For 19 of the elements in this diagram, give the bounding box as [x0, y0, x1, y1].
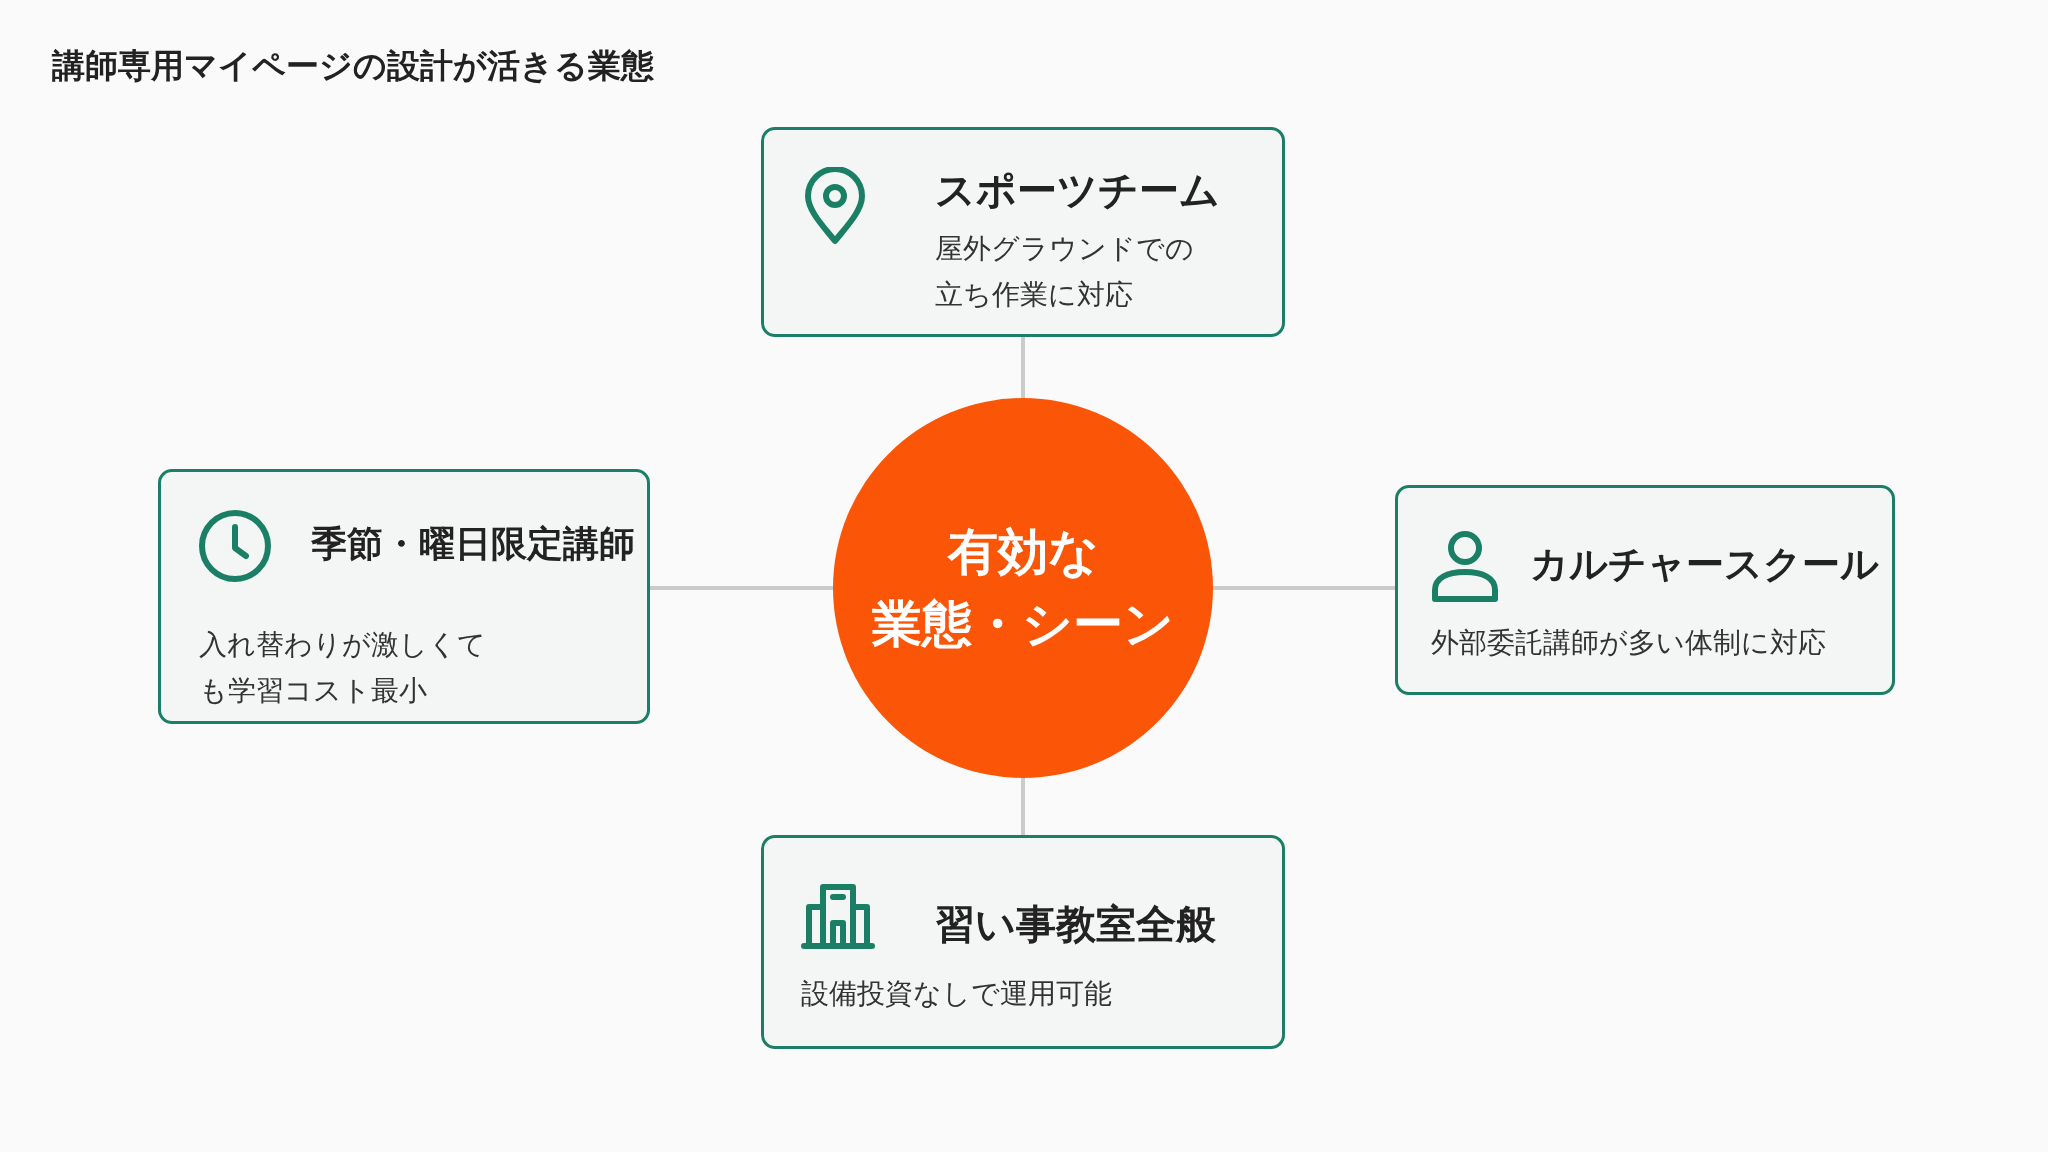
card-description: 設備投資なしで運用可能 [801, 976, 1113, 1012]
info-card [761, 127, 1285, 337]
circle-label: 業態・シーン [871, 594, 1175, 655]
connector-line [1021, 778, 1025, 835]
card-heading: スポーツチーム [935, 166, 1220, 214]
connector-line [1213, 586, 1395, 590]
card-description: 入れ替わりが激しくても学習コスト最小 [199, 627, 487, 709]
info-card [761, 835, 1285, 1049]
card-heading: 季節・曜日限定講師 [311, 522, 635, 566]
circle-label: 有効な [946, 522, 1100, 583]
info-card [158, 469, 650, 724]
card-description: 外部委託講師が多い体制に対応 [1431, 625, 1827, 661]
connector-line [650, 586, 833, 590]
info-card [1395, 485, 1895, 695]
card-heading: カルチャースクール [1530, 542, 1879, 588]
connector-line [1021, 337, 1025, 398]
card-description: 屋外グラウンドでの立ち作業に対応 [935, 231, 1195, 313]
card-heading: 習い事教室全般 [935, 900, 1216, 948]
title: 講師専用マイページの設計が活きる業態 [52, 45, 654, 87]
